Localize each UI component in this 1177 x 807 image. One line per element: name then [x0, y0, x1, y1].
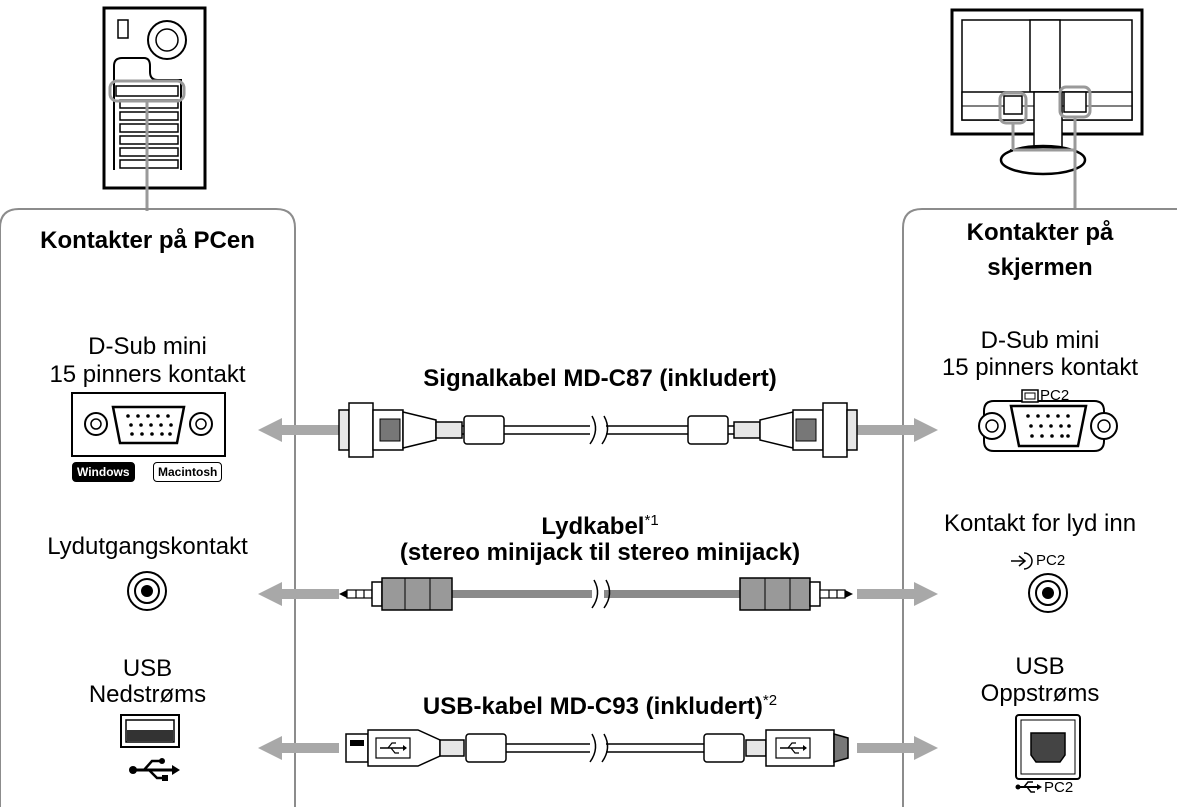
- audio-cable-label-line2: (stereo minijack til stereo minijack): [399, 539, 801, 566]
- usb-cable-illustration: [345, 729, 849, 767]
- monitor-dsub-port-tag: PC2: [1040, 387, 1070, 404]
- monitor-small-icon: [1021, 389, 1039, 403]
- monitor-audio-port-tag: PC2: [1036, 552, 1066, 569]
- monitor-panel-title-line2: skjermen: [987, 254, 1093, 281]
- monitor-illustration: [950, 8, 1144, 176]
- pc-usb-a-port-icon: [120, 714, 180, 748]
- windows-badge: Windows: [72, 462, 135, 482]
- monitor-usb-port-tag: PC2: [1044, 779, 1074, 796]
- usb-icon: [129, 758, 180, 781]
- pc-usb-label-line2: Nedstrøms: [88, 681, 207, 708]
- monitor-panel-title-line1: Kontakter på: [966, 219, 1114, 246]
- macintosh-badge: Macintosh: [153, 462, 223, 482]
- audio-cable-illustration: [339, 577, 853, 611]
- pc-dsub-label-line2: 15 pinners kontakt: [49, 361, 246, 388]
- arrows: [258, 418, 938, 760]
- usb-small-icon: [1015, 781, 1042, 793]
- monitor-usb-label-line1: USB: [1015, 653, 1065, 680]
- monitor-audio-label: Kontakt for lyd inn: [943, 510, 1137, 537]
- pc-panel-border: [0, 208, 296, 807]
- usb-cable-name: USB-kabel MD-C93 (inkludert): [422, 693, 763, 720]
- monitor-dsub-label-line1: D-Sub mini: [980, 327, 1100, 354]
- monitor-usb-b-port-icon: [1015, 714, 1081, 780]
- pc-audio-jack-icon: [127, 571, 167, 611]
- monitor-audio-jack-icon: [1028, 573, 1068, 613]
- signal-cable-illustration: [338, 402, 858, 458]
- monitor-dsub-label-line2: 15 pinners kontakt: [941, 354, 1139, 381]
- pc-audio-label: Lydutgangskontakt: [47, 533, 248, 560]
- signal-cable-label: Signalkabel MD-C87 (inkludert): [423, 365, 777, 392]
- audio-cable-name: Lydkabel: [541, 513, 645, 540]
- monitor-vga-port-icon: [978, 400, 1118, 452]
- audio-input-icon: [1011, 552, 1033, 570]
- usb-cable-note-ref: *2: [762, 692, 778, 709]
- audio-cable-label-line1: Lydkabel*1: [300, 506, 900, 541]
- audio-cable-note-ref: *1: [644, 512, 659, 529]
- monitor-panel-border: [902, 208, 1177, 807]
- pc-dsub-label-line1: D-Sub mini: [88, 333, 207, 360]
- pc-tower-illustration: [102, 6, 207, 190]
- pc-vga-port-icon: [71, 392, 226, 457]
- usb-cable-label: USB-kabel MD-C93 (inkludert)*2: [300, 686, 900, 721]
- pc-panel-title: Kontakter på PCen: [40, 227, 255, 254]
- monitor-usb-label-line2: Oppstrøms: [980, 680, 1100, 707]
- pc-usb-label-line1: USB: [122, 655, 173, 682]
